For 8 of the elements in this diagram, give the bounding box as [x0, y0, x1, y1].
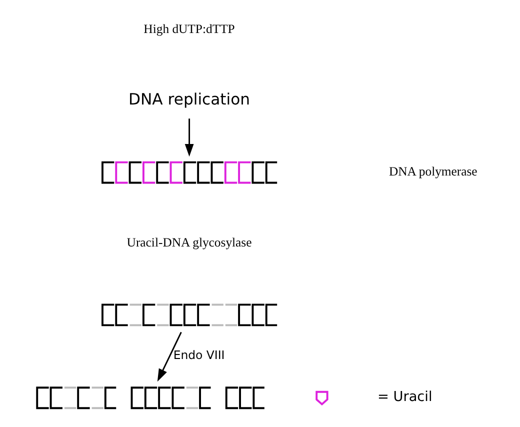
node-text: DNA replication [128, 90, 250, 109]
edge-label: Endo VIII [172, 348, 224, 362]
legend-label: = Uracil [376, 388, 432, 405]
arrow [156, 332, 182, 382]
label: Uracil-DNA glycosylase [126, 236, 252, 250]
arrow [184, 118, 194, 157]
label: DNA polymerase [388, 164, 477, 178]
label: High dUTP:dTTP [143, 22, 234, 36]
